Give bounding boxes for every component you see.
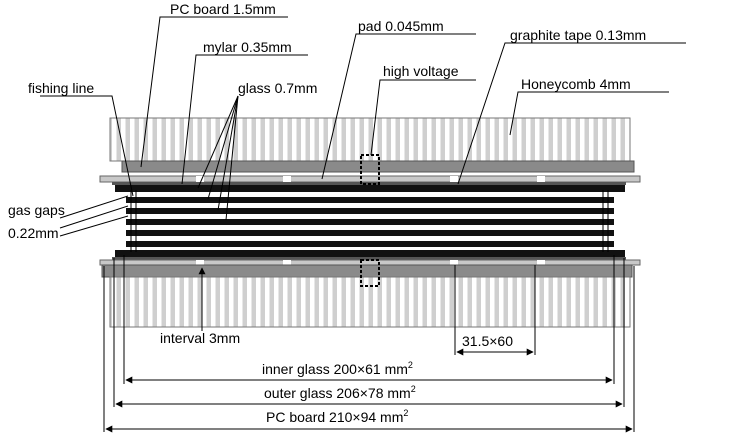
bottom-pc-board xyxy=(101,264,633,278)
pc-board-size-text: PC board 210×94 mm xyxy=(266,409,403,425)
label-inner-glass: inner glass 200×61 mm2 xyxy=(262,360,413,377)
bottom-mylar xyxy=(112,257,626,260)
glass-stack xyxy=(115,185,625,257)
top-honeycomb xyxy=(109,117,631,162)
label-fishing-line: fishing line xyxy=(28,80,94,96)
dimension-extension-lines xyxy=(103,255,635,432)
inner-glass-superscript: 2 xyxy=(408,360,413,370)
label-gas-gaps-value: 0.22mm xyxy=(8,225,59,241)
label-outer-glass: outer glass 206×78 mm2 xyxy=(264,384,416,401)
hv-connector-bottom xyxy=(360,259,380,287)
label-mylar: mylar 0.35mm xyxy=(203,39,292,55)
label-pad: pad 0.045mm xyxy=(358,18,444,34)
outer-glass-text: outer glass 206×78 mm xyxy=(264,385,411,401)
label-gas-gaps: gas gaps xyxy=(8,202,65,218)
outer-glass-superscript: 2 xyxy=(411,384,416,394)
pc-board-size-superscript: 2 xyxy=(403,408,408,418)
label-pc-board-size: PC board 210×94 mm2 xyxy=(266,408,408,425)
leader-lines xyxy=(40,16,686,237)
label-graphite-tape: graphite tape 0.13mm xyxy=(510,27,646,43)
dimension-arrows xyxy=(105,348,633,433)
label-pc-board-thickness: PC board 1.5mm xyxy=(170,1,276,17)
inner-glass-text: inner glass 200×61 mm xyxy=(262,361,408,377)
label-pad-size: 31.5×60 xyxy=(462,333,513,349)
top-pad-strip xyxy=(99,175,641,183)
fishing-lines xyxy=(130,190,609,252)
hv-connector-top xyxy=(360,154,380,185)
label-high-voltage: high voltage xyxy=(383,63,459,79)
label-honeycomb: Honeycomb 4mm xyxy=(521,76,631,92)
bottom-honeycomb xyxy=(109,276,631,328)
label-glass: glass 0.7mm xyxy=(238,80,317,96)
label-interval: interval 3mm xyxy=(160,330,240,346)
bottom-pad-strip xyxy=(99,259,641,266)
